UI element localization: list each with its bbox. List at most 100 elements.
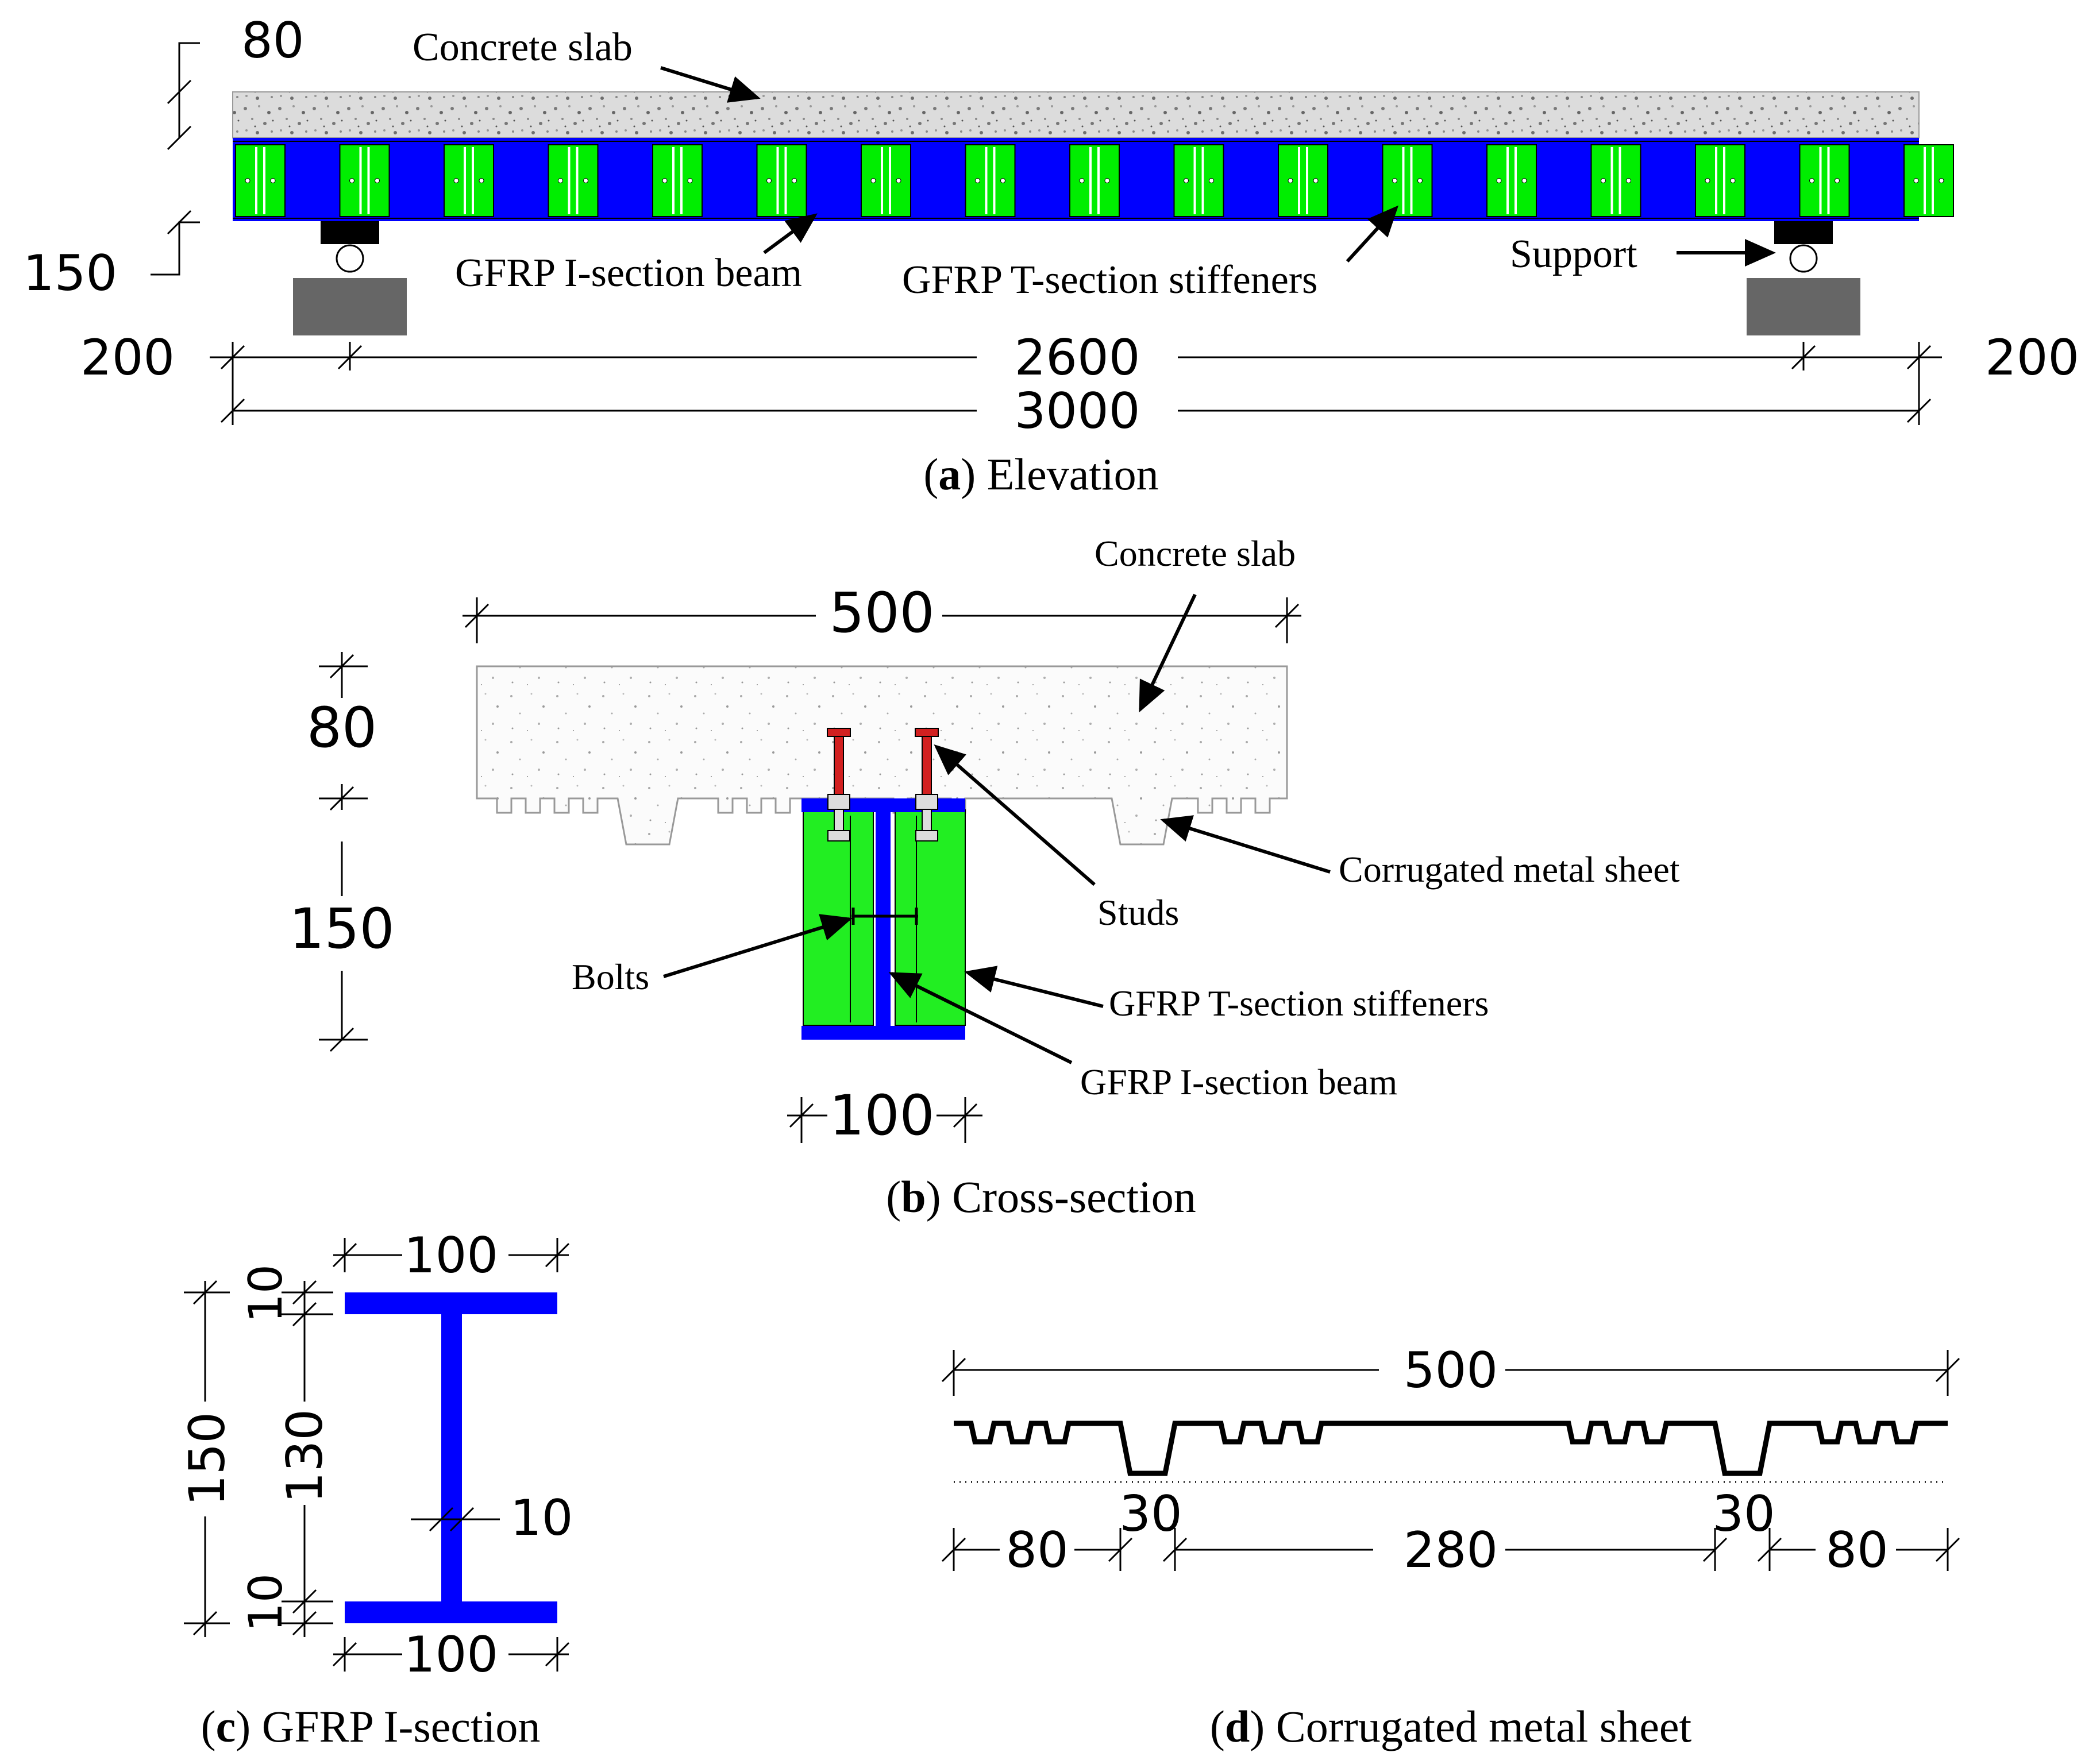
i-section-dim-top-thk: 10 [239, 1264, 292, 1323]
cross-section-label-slab: Concrete slab [1095, 533, 1296, 574]
stiffener-bolt [479, 178, 484, 183]
right-bearing-plate [1774, 221, 1833, 244]
cross-section-sheet-arrow [1160, 815, 1331, 874]
cross-section-slab-arrow [1139, 593, 1197, 713]
stiffener-bolt [1913, 178, 1919, 183]
stiffener-bolt [453, 178, 459, 183]
stiffener-bolt [1079, 178, 1085, 183]
caption-a: (a) Elevation [923, 449, 1158, 499]
left-support-block [293, 278, 407, 335]
stiffener-bolt [375, 178, 380, 183]
cross-section-label-sheet: Corrugated metal sheet [1339, 849, 1680, 890]
elevation-label-beam: GFRP I-section beam [455, 251, 802, 295]
i-section-web [441, 1314, 462, 1601]
left-bearing-plate [321, 221, 379, 244]
cross-section-dimensions [319, 597, 1301, 1143]
stiffener-pair [1278, 144, 1328, 217]
elevation-beam-arrow [763, 213, 818, 254]
i-section-dim-web-height: 130 [276, 1409, 334, 1503]
stiffener-pair [444, 144, 494, 217]
stiffener-bolt [662, 178, 668, 183]
cross-section-top-flange [801, 798, 965, 812]
cross-section-label-bolts: Bolts [572, 956, 649, 997]
corrugated-dim-seg4: 30 [1712, 1485, 1775, 1543]
corrugated-sheet-profile [954, 1421, 1948, 1476]
caption-a-text: Elevation [987, 449, 1159, 499]
cross-section-beam-arrow [888, 972, 1073, 1064]
left-roller [336, 244, 364, 273]
right-roller [1789, 244, 1818, 273]
stiffener-bolt [1313, 178, 1319, 183]
i-section-dim-height: 150 [179, 1412, 236, 1506]
stiffener-pair [861, 144, 911, 217]
cross-section-label-stiffeners: GFRP T-section stiffeners [1109, 983, 1489, 1024]
stud-right [915, 728, 939, 842]
stiffener-bolt [1730, 178, 1736, 183]
panel-b-cross-section: 500 80 150 100 Concrete slab Corrugated … [289, 533, 1679, 1222]
corrugated-dim-seg2: 30 [1119, 1485, 1182, 1543]
stiffener-bolt [896, 178, 901, 183]
i-section-dim-bottom-flange: 100 [404, 1626, 498, 1684]
stiffener-pair [1173, 144, 1224, 217]
corrugated-sheet-dimensions [941, 1350, 1960, 1571]
cross-section-concrete-slab [476, 665, 1288, 846]
i-section-bottom-flange [345, 1601, 557, 1623]
cross-section-label-studs: Studs [1097, 892, 1179, 933]
stiffener-bolt [1705, 178, 1710, 183]
caption-d-text: Corrugated metal sheet [1276, 1701, 1692, 1751]
stiffener-pair [1486, 144, 1537, 217]
panel-d-corrugated-sheet: 500 80 30 280 30 80 (d) Corrugated metal… [941, 1342, 1960, 1751]
cross-section-web [876, 812, 891, 1026]
caption-b-text: Cross-section [952, 1172, 1196, 1222]
stiffener-bolt [270, 178, 276, 183]
cross-section-bolts-arrow [663, 914, 853, 978]
stiffener-pair [1903, 144, 1954, 217]
i-section-dimensions [184, 1238, 570, 1672]
stiffener-bolt [1184, 178, 1189, 183]
i-section-top-flange [345, 1292, 557, 1314]
elevation-label-support: Support [1510, 232, 1637, 276]
stiffener-bolt [1000, 178, 1005, 183]
panel-c-i-section: 100 100 150 130 10 10 10 (c) GFRP I-sect… [179, 1227, 573, 1751]
stiffener-bolt [1496, 178, 1502, 183]
caption-a-letter: a [938, 449, 961, 499]
stiffener-bolt [1417, 178, 1423, 183]
stiffener-pair [339, 144, 390, 217]
stiffener-bolt [1521, 178, 1527, 183]
stiffener-bolt [558, 178, 563, 183]
cross-section-studs-arrow [934, 744, 1096, 886]
elevation-dim-total: 3000 [1015, 383, 1140, 440]
elevation-dim-beam: 150 [23, 245, 117, 302]
elevation-stiffener-arrow [1346, 205, 1399, 263]
i-section-dim-web-thk: 10 [510, 1489, 573, 1547]
stiffener-bolt [1288, 178, 1293, 183]
corrugated-dim-total: 500 [1404, 1342, 1498, 1399]
elevation-slab-arrow [660, 66, 761, 103]
elevation-vertical-dimension [151, 42, 200, 276]
stiffener-bolt [1392, 178, 1397, 183]
stiffener-bolt [870, 178, 876, 183]
caption-c-letter: c [216, 1701, 236, 1751]
elevation-dim-right: 200 [1985, 329, 2079, 387]
stiffener-pair [965, 144, 1016, 217]
stiffener-pair [1069, 144, 1120, 217]
caption-d: (d) Corrugated metal sheet [1210, 1701, 1692, 1751]
caption-d-letter: d [1225, 1701, 1250, 1751]
elevation-label-slab: Concrete slab [413, 25, 633, 70]
cross-section-stiffeners-arrow [964, 966, 1104, 1008]
stiffener-bolt [1601, 178, 1606, 183]
elevation-stiffeners [235, 144, 1954, 217]
stiffener-bolt [975, 178, 980, 183]
cross-section-dim-flange: 100 [829, 1083, 934, 1148]
stiffener-bolt [766, 178, 772, 183]
cross-section-dim-beam: 150 [289, 897, 394, 961]
stiffener-bolt [349, 178, 354, 183]
corrugated-dim-seg5: 80 [1825, 1522, 1888, 1579]
stiffener-pair [756, 144, 807, 217]
stiffener-bolt [792, 178, 797, 183]
elevation-dim-span: 2600 [1015, 329, 1140, 387]
corrugated-dim-seg1: 80 [1005, 1522, 1068, 1579]
i-section-dim-bottom-thk: 10 [239, 1573, 292, 1632]
stiffener-bolt [1835, 178, 1840, 183]
